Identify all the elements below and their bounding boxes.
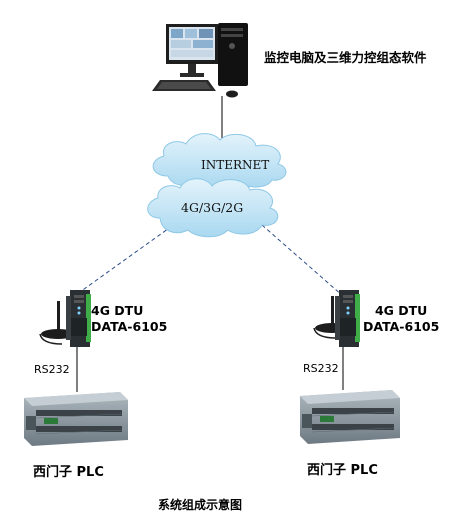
plc-device-icon [300,390,400,444]
computer-label: 监控电脑及三维力控组态软件 [264,50,427,65]
plc-label-right: 西门子 PLC [307,463,378,478]
internet-cloud-label: INTERNET [201,158,270,172]
dtu-model: DATA-6105 [363,319,440,334]
wireless-link-right [261,224,344,297]
dtu-label-left: 4G DTU DATA-6105 [91,303,167,335]
dtu-device-icon [66,290,91,347]
plc-label-left: 西门子 PLC [33,465,104,480]
cloud-icon [147,178,279,238]
wireless-link-left [65,225,173,303]
dtu-model: DATA-6105 [91,319,168,334]
mobile-network-cloud-label: 4G/3G/2G [181,200,244,215]
plc-device-icon [24,392,128,446]
dtu-device-icon [335,290,360,347]
rs232-label-right: RS232 [303,362,339,375]
diagram-caption: 系统组成示意图 [158,498,243,512]
dtu-label-right: 4G DTU DATA-6105 [363,303,439,335]
dtu-type: 4G DTU [374,303,428,318]
dtu-type: 4G DTU [91,303,144,318]
desktop-computer-icon [152,23,248,98]
rs232-label-left: RS232 [34,363,70,376]
